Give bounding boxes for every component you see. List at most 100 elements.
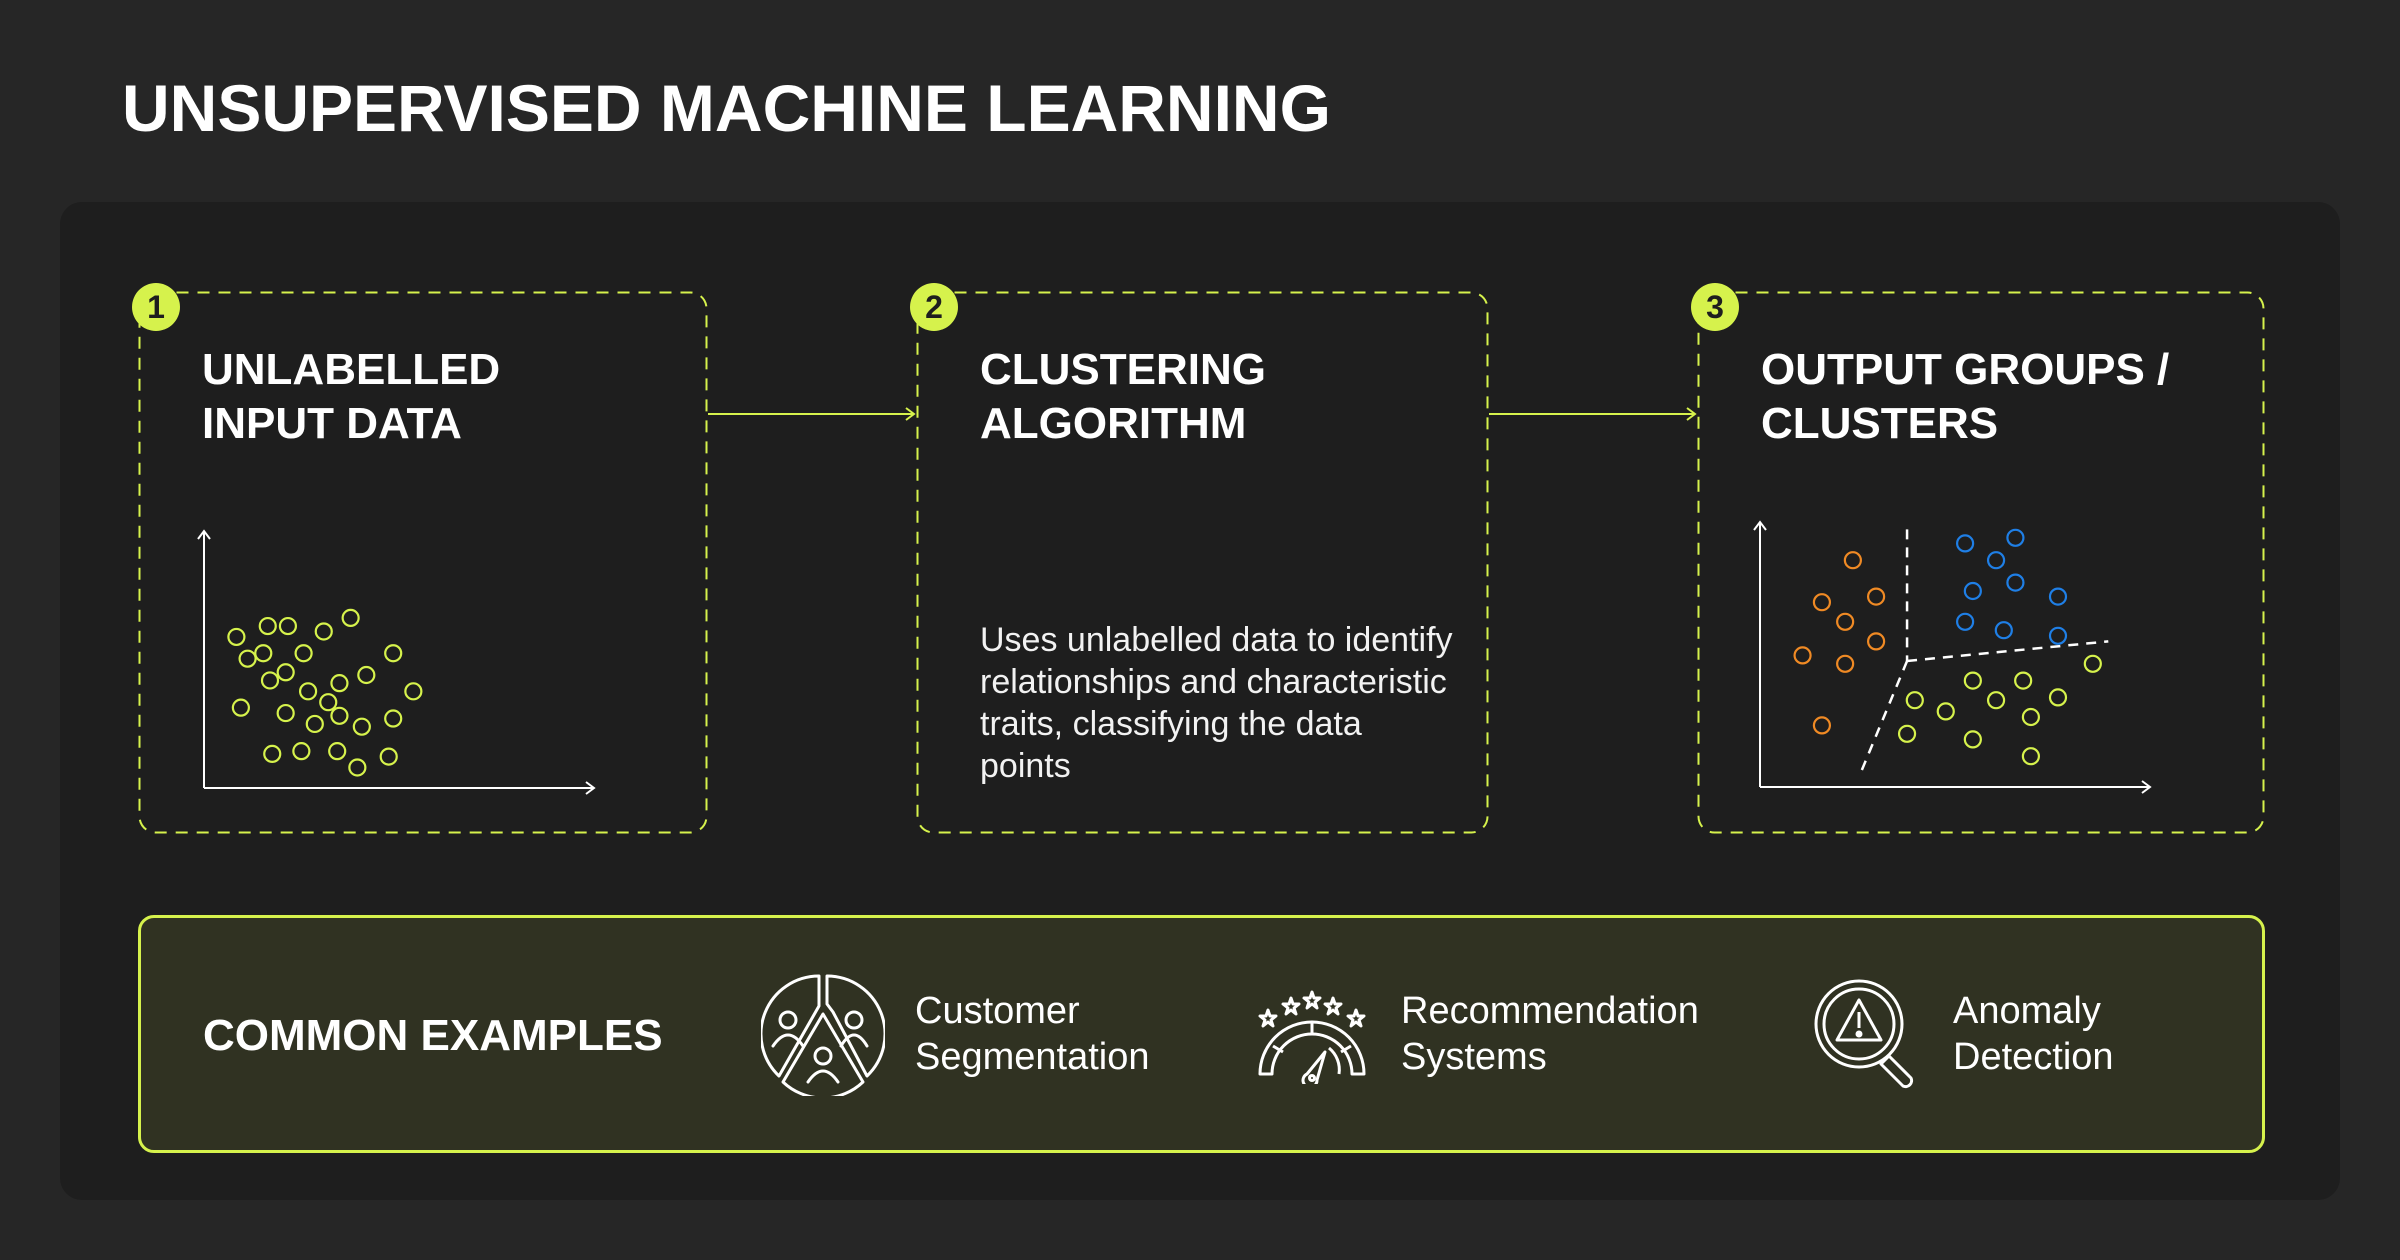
data-point-cluster-blue — [2006, 573, 2025, 592]
step-unlabelled-input: 1 UNLABELLED INPUT DATA — [132, 283, 708, 834]
data-point-cluster-green — [2083, 654, 2102, 673]
data-point-cluster-blue — [2048, 587, 2068, 606]
data-point-unlabelled — [231, 698, 250, 717]
data-point-cluster-orange — [1812, 593, 1832, 612]
example-label-line: Segmentation — [915, 1036, 1150, 1078]
step-description: Uses unlabelled data to identify relatio… — [980, 621, 1453, 785]
data-point-unlabelled — [258, 616, 277, 636]
x-axis-arrowhead — [585, 781, 596, 795]
data-point-cluster-blue — [1994, 621, 2013, 640]
unlabelled-scatter-chart — [197, 529, 596, 795]
data-point-cluster-green — [2014, 671, 2033, 690]
data-point-cluster-green — [2021, 707, 2040, 727]
step-title-line: OUTPUT GROUPS / — [1761, 345, 2170, 394]
step-title-line: UNLABELLED — [202, 345, 501, 394]
data-point-cluster-blue — [1956, 534, 1975, 553]
data-point-unlabelled — [404, 682, 423, 701]
example-label-line: Customer — [915, 990, 1080, 1032]
example-label: Customer Segmentation — [915, 988, 1150, 1080]
data-point-cluster-green — [1936, 702, 1955, 721]
data-point-unlabelled — [276, 703, 295, 723]
example-label: Recommendation Systems — [1401, 988, 1699, 1080]
data-point-cluster-orange — [1793, 646, 1812, 665]
flow-arrow-2 — [1489, 407, 1697, 421]
step-title-line: CLUSTERS — [1761, 399, 1999, 448]
common-examples-box: COMMON EXAMPLES Customer Segmentation — [138, 915, 2265, 1153]
example-label-line: Anomaly — [1953, 990, 2101, 1032]
data-point-unlabelled — [276, 663, 295, 682]
data-point-unlabelled — [254, 644, 273, 663]
data-point-cluster-green — [1963, 730, 1982, 749]
data-point-cluster-green — [1986, 691, 2006, 710]
data-point-cluster-blue — [1956, 612, 1975, 631]
step-title-line: ALGORITHM — [980, 399, 1247, 448]
examples-heading: COMMON EXAMPLES — [203, 1011, 663, 1060]
example-label: Anomaly Detection — [1953, 988, 2114, 1080]
example-label-line: Systems — [1401, 1036, 1547, 1078]
clusters-scatter-chart — [1753, 520, 2152, 794]
data-point-unlabelled — [319, 693, 338, 712]
step-output-clusters: 3 OUTPUT GROUPS / CLUSTERS — [1691, 283, 2265, 834]
data-point-unlabelled — [357, 665, 376, 685]
dashed-frame — [916, 291, 1489, 834]
data-point-cluster-green — [2021, 747, 2040, 766]
data-point-cluster-orange — [1836, 654, 1855, 673]
data-point-cluster-orange — [1843, 551, 1862, 570]
data-point-cluster-orange — [1812, 716, 1832, 735]
data-point-unlabelled — [298, 682, 318, 701]
cluster-boundary — [1906, 640, 2109, 663]
flow-arrow-1 — [708, 407, 916, 421]
step-number-badge: 1 — [132, 283, 180, 331]
data-point-unlabelled — [314, 622, 333, 641]
data-point-unlabelled — [341, 608, 360, 627]
data-point-unlabelled — [384, 709, 403, 728]
data-point-cluster-blue — [1986, 551, 2006, 570]
step-title-line: CLUSTERING — [980, 345, 1266, 394]
data-point-cluster-green — [2048, 688, 2068, 707]
data-point-cluster-orange — [1867, 632, 1886, 651]
data-point-unlabelled — [330, 706, 349, 725]
example-recommendation-systems: Recommendation Systems — [1253, 918, 1699, 1150]
data-point-cluster-green — [1897, 724, 1917, 743]
data-point-cluster-green — [1905, 691, 1924, 710]
data-point-unlabelled — [384, 644, 403, 663]
data-point-unlabelled — [278, 616, 298, 636]
example-customer-segmentation: Customer Segmentation — [761, 918, 1150, 1150]
data-point-unlabelled — [305, 714, 324, 734]
data-point-unlabelled — [227, 627, 246, 647]
page-title: UNSUPERVISED MACHINE LEARNING — [122, 71, 1331, 145]
data-point-unlabelled — [352, 717, 371, 736]
x-axis-arrowhead — [2141, 780, 2152, 794]
customer-segmentation-icon — [761, 974, 885, 1096]
step-clustering-algorithm: 2 CLUSTERING ALGORITHM Uses unlabelled d… — [910, 283, 1489, 834]
step-title: UNLABELLED INPUT DATA — [202, 343, 500, 451]
data-point-cluster-green — [1963, 671, 1982, 690]
data-point-unlabelled — [348, 758, 367, 777]
data-point-unlabelled — [328, 742, 347, 761]
example-label-line: Detection — [1953, 1036, 2114, 1078]
y-axis-arrowhead — [1753, 520, 1767, 531]
data-point-cluster-blue — [2006, 528, 2025, 547]
data-point-unlabelled — [292, 742, 311, 761]
data-point-unlabelled — [238, 649, 257, 668]
step-title: CLUSTERING ALGORITHM — [980, 343, 1266, 451]
data-point-unlabelled — [379, 747, 398, 766]
recommendation-gauge-icon — [1258, 990, 1366, 1084]
data-point-cluster-orange — [1836, 612, 1855, 631]
data-point-unlabelled — [294, 644, 313, 663]
data-point-cluster-blue — [2048, 626, 2068, 645]
data-point-unlabelled — [260, 671, 280, 690]
data-point-cluster-orange — [1867, 587, 1886, 606]
example-anomaly-detection: Anomaly Detection — [1813, 918, 2114, 1150]
data-point-unlabelled — [330, 674, 349, 693]
data-point-unlabelled — [263, 744, 282, 763]
step-number-badge: 2 — [910, 283, 958, 331]
cluster-boundary — [1859, 660, 1909, 774]
step-title: OUTPUT GROUPS / CLUSTERS — [1761, 343, 2169, 451]
step-title-line: INPUT DATA — [202, 399, 462, 448]
anomaly-magnifier-icon — [1814, 979, 1914, 1089]
step-number-badge: 3 — [1691, 283, 1739, 331]
example-label-line: Recommendation — [1401, 990, 1699, 1032]
y-axis-arrowhead — [197, 529, 211, 540]
data-point-cluster-blue — [1963, 581, 1982, 601]
